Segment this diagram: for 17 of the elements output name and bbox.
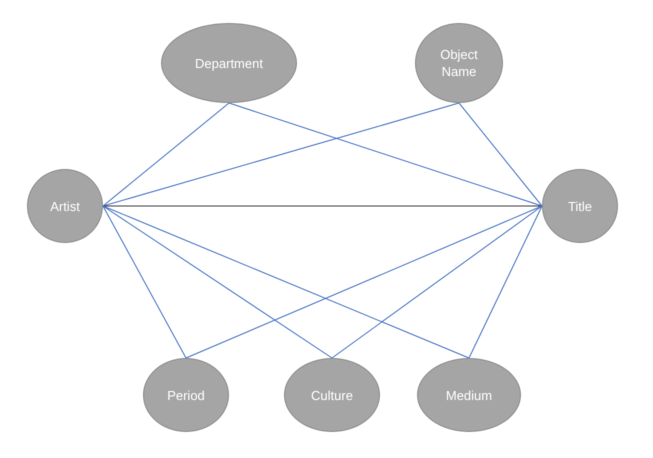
connector-line — [102, 206, 470, 358]
entity-label: Title — [568, 198, 592, 214]
connector-line — [228, 102, 542, 206]
connector-line — [186, 206, 542, 358]
connector-line — [102, 206, 186, 358]
entity-label: Medium — [446, 386, 492, 404]
entity-label: Culture — [311, 386, 353, 404]
connector-line — [102, 206, 332, 358]
entity-label: Department — [195, 54, 263, 72]
connector-line — [458, 102, 542, 206]
connector-line — [102, 102, 460, 206]
connector-line — [468, 206, 542, 358]
entity-label: Artist — [50, 198, 80, 214]
entity-label: Period — [167, 386, 205, 404]
connector-line — [102, 102, 230, 206]
entity-label: Object Name — [439, 46, 479, 80]
connector-line — [332, 206, 542, 358]
